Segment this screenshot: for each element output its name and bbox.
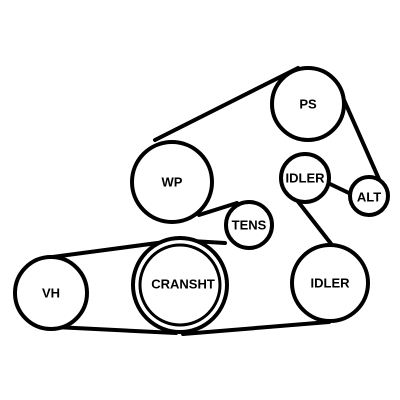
pulley-wp: WP xyxy=(130,140,214,224)
belt-segment-wp-ps xyxy=(153,66,300,142)
belt-segment-crank-vh-bottom xyxy=(53,325,178,335)
pulley-tens-label: TENS xyxy=(232,218,267,233)
pulley-ps-label: PS xyxy=(299,97,317,112)
pulley-idler-top-circle xyxy=(279,152,331,204)
pulley-idler-top-label: IDLER xyxy=(286,171,326,186)
pulley-idler-bottom: IDLER xyxy=(290,243,370,323)
pulley-tens-circle xyxy=(224,200,274,250)
belt-segment-tens-wp xyxy=(197,201,239,217)
pulley-idler-bottom-label: IDLER xyxy=(311,276,351,291)
belt-segment-idler-crank xyxy=(181,320,331,336)
pulley-vh-circle xyxy=(13,255,89,331)
pulley-vh: VH xyxy=(13,255,89,331)
pulley-idler-top: IDLER xyxy=(279,152,331,204)
pulley-ps-circle xyxy=(270,66,346,142)
pulley-tens: TENS xyxy=(224,200,274,250)
pulley-cransht: CRANSHT xyxy=(131,236,229,334)
pulley-idler-bottom-circle xyxy=(290,243,370,323)
pulley-alt: ALT xyxy=(348,175,390,217)
pulley-wp-circle xyxy=(130,140,214,224)
pulley-cransht-outer xyxy=(131,236,229,334)
pulley-ps: PS xyxy=(270,66,346,142)
pulley-alt-label: ALT xyxy=(357,190,381,205)
pulley-wp-label: WP xyxy=(162,175,183,190)
pulley-cransht-inner-ring xyxy=(138,243,222,327)
pulley-cransht-label: CRANSHT xyxy=(151,277,215,292)
pulley-alt-circle xyxy=(348,175,390,217)
pulley-vh-label: VH xyxy=(42,286,60,301)
